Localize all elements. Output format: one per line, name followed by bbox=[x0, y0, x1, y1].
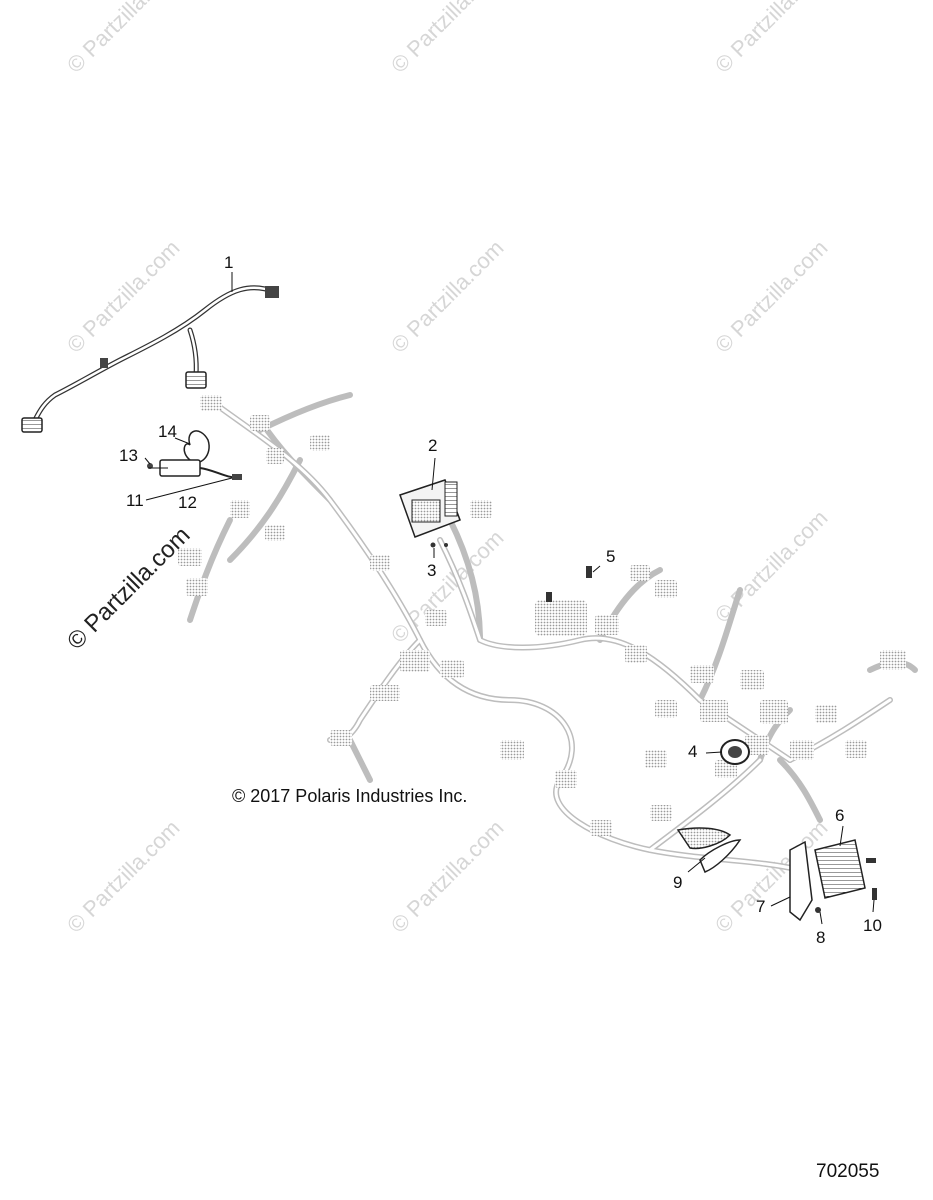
front-harness-inner bbox=[33, 286, 277, 422]
bolt bbox=[232, 474, 242, 480]
callout-6: 6 bbox=[835, 806, 845, 825]
front-harness-clip bbox=[265, 286, 279, 298]
mounting-bracket bbox=[789, 840, 813, 922]
front-harness-clip bbox=[100, 358, 108, 368]
ecu-module bbox=[399, 479, 461, 538]
bolt bbox=[815, 907, 821, 913]
harness-connectors bbox=[178, 395, 906, 836]
callout-9: 9 bbox=[673, 873, 683, 892]
callout-3: 3 bbox=[427, 561, 437, 580]
callout-7: 7 bbox=[756, 897, 766, 916]
callout-2: 2 bbox=[428, 436, 438, 455]
callout-4: 4 bbox=[688, 742, 698, 761]
screw bbox=[866, 858, 876, 863]
callout-1: 1 bbox=[224, 253, 234, 272]
screw bbox=[546, 592, 552, 602]
copyright-notice: © 2017 Polaris Industries Inc. bbox=[232, 786, 468, 806]
grommet-inner bbox=[728, 746, 742, 758]
screw bbox=[872, 888, 877, 900]
screw bbox=[586, 566, 592, 578]
callout-13: 13 bbox=[119, 446, 138, 465]
callout-10: 10 bbox=[863, 916, 882, 935]
callout-8: 8 bbox=[816, 928, 826, 947]
callout-14: 14 bbox=[158, 422, 177, 441]
front-harness-connector bbox=[21, 417, 43, 433]
diagram-id: 702055 bbox=[816, 1161, 880, 1182]
screw bbox=[444, 543, 448, 547]
front-harness-connector bbox=[185, 371, 207, 389]
callout-5: 5 bbox=[606, 547, 616, 566]
cover-shield-lower bbox=[699, 839, 742, 873]
screw bbox=[430, 542, 436, 548]
voltage-regulator bbox=[814, 839, 866, 899]
cover-shield bbox=[676, 827, 732, 850]
wire-loop bbox=[183, 430, 210, 464]
callout-11: 11 bbox=[126, 491, 144, 510]
callout-12: 12 bbox=[178, 493, 197, 512]
